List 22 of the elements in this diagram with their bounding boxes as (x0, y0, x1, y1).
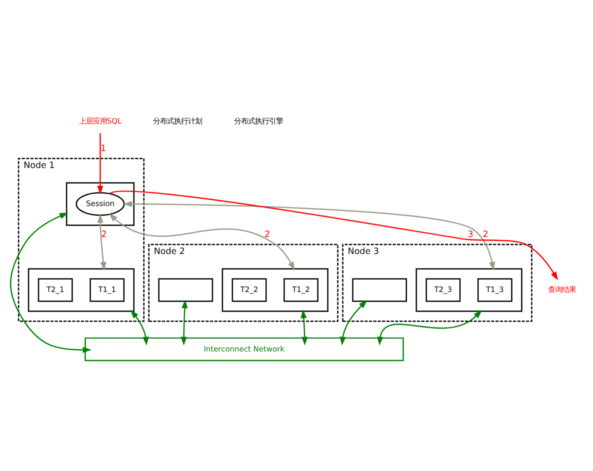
arrow (300, 309, 308, 346)
edge-label: 1 (100, 144, 106, 154)
arrow (130, 310, 149, 346)
node-box (158, 278, 214, 302)
arrow (340, 300, 368, 346)
arrow (108, 213, 295, 271)
edge-label: 3 (468, 230, 474, 240)
arrow (377, 310, 482, 346)
arrow (123, 200, 496, 271)
cluster (416, 268, 522, 312)
edge-label: 2 (482, 230, 488, 240)
edge-label: 2 (264, 230, 270, 240)
arrow (97, 214, 106, 271)
cluster (222, 268, 328, 312)
cluster (66, 182, 135, 226)
arrow (10, 212, 92, 353)
edge-label: 2 (101, 230, 107, 240)
cluster (28, 268, 135, 312)
arrow (180, 300, 188, 346)
arrow (110, 190, 558, 280)
arrow (97, 133, 104, 194)
node-box (352, 278, 407, 302)
